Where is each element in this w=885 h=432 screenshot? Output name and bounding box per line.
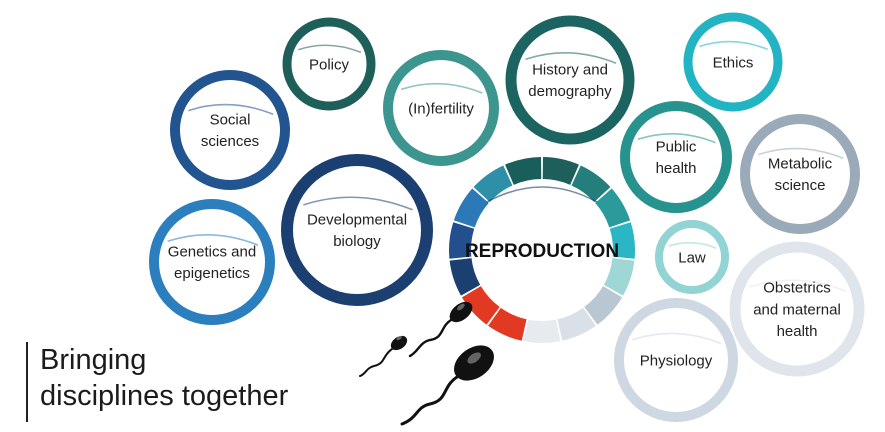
bubble-highlight [167,234,259,246]
bubble-label: biology [333,233,381,250]
bubble-label: sciences [201,133,259,150]
ring-segment [609,222,635,259]
bubble-label: Ethics [713,54,754,71]
bubble-law: Law [655,220,729,294]
ring-segment [584,285,623,325]
bubble-highlight [668,241,717,249]
bubble-ring [282,17,376,111]
bubble-highlight [525,52,617,64]
sperm-tail [408,318,453,358]
bubble-policy: Policy [282,17,376,111]
bubble-metabolic-science: Metabolic science [740,114,860,234]
bubble-obstetrics-and-maternal-health: Obstetrics and maternal health [729,241,865,377]
bubble-social-sciences: Social sciences [170,70,290,190]
bubble-highlight [298,44,362,54]
bubble-highlight [188,103,274,116]
ring-segment [488,307,527,341]
bubble-label: Obstetrics [763,280,831,297]
bubble-label: Policy [309,56,350,73]
bubble-label: health [656,160,697,177]
sperm-shine [467,352,481,364]
ring-segment [453,188,490,228]
bubble-ring [281,154,433,306]
sperm-illustration [359,301,494,426]
bubble-ring [683,12,783,112]
reproduction-ring: REPRODUCTION [448,156,636,344]
tagline: Bringing disciplines together [26,342,356,422]
sperm-shine [457,303,465,311]
center-backdrop [448,156,636,344]
bubble-highlight [632,332,722,345]
ring-segment [542,157,579,185]
ring-segment [523,319,561,343]
tagline-line-2: disciplines together [40,380,289,412]
sperm-head [454,345,494,381]
ring-segment [505,157,542,185]
bubble-ring [149,199,275,325]
bubble-highlight [400,82,483,94]
sperm-cell [359,335,408,377]
ring-segment [557,307,596,341]
bubble-label: and maternal [753,301,841,318]
sperm-shine [396,335,402,341]
bubble-label: Law [678,249,706,266]
bubble-label: (In)fertility [408,100,474,117]
bubble-label: epigenetics [174,265,250,282]
bubble-label: Metabolic [768,155,833,172]
bubble-ring [620,101,732,213]
ring-segment [473,165,513,203]
bubble-ring [383,50,499,166]
bubble-label: demography [528,83,612,100]
bubble-ring [729,241,865,377]
ring-segment [603,257,635,296]
ring-segment [449,257,481,296]
bubble-highlight [699,40,768,51]
bubble-developmental-biology: Developmental biology [281,154,433,306]
tagline-line-1: Bringing [40,344,147,376]
bubble-label: Genetics and [168,243,256,260]
bubble-label: Social [210,111,251,128]
bubble-label: science [775,177,826,194]
bubble-highlight [303,196,413,211]
ring-segment [449,222,475,259]
bubble-label: Public [656,138,697,155]
sperm-tail [359,348,393,377]
bubble-infertility: (In)fertility [383,50,499,166]
bubble-highlight [637,132,716,144]
bubble-genetics-and-epigenetics: Genetics and epigenetics [149,199,275,325]
bubble-ring [655,220,729,294]
bubble-ring [505,15,635,145]
bubble-history-and-demography: History and demography [505,15,635,145]
ring-segment [461,285,500,325]
sperm-cell [400,345,494,426]
sperm-head [390,335,408,351]
bubble-label: Developmental [307,211,407,228]
bubble-highlight [758,147,844,160]
center-highlight [486,186,598,203]
bubble-ring [614,298,738,422]
bubble-highlight [749,279,847,292]
bubble-ring [170,70,290,190]
center-label: REPRODUCTION [465,241,619,262]
bubble-label: health [777,323,818,340]
sperm-tail [400,375,459,426]
bubble-ethics: Ethics [683,12,783,112]
sperm-cell [408,301,473,358]
bubble-public-health: Public health [620,101,732,213]
bubble-label: History and [532,61,608,78]
bubble-ring [740,114,860,234]
bubble-physiology: Physiology [614,298,738,422]
ring-segment [571,165,611,203]
bubble-label: Physiology [640,352,713,369]
ring-segment [594,188,631,228]
sperm-head [449,301,473,323]
